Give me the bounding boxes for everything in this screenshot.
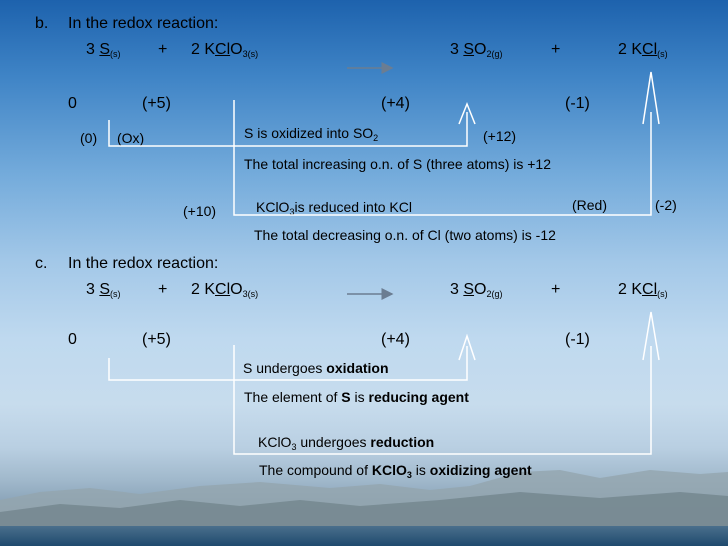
part-b-oxidation-arrowhead <box>458 101 476 125</box>
part-c-plus-left: + <box>158 281 168 298</box>
part-c-intro: In the redox reaction: <box>68 255 219 272</box>
part-c-reduction-arrowhead <box>642 311 660 361</box>
part-b-ox-tag: (Ox) <box>117 130 145 146</box>
part-c-on-s-product: (+4) <box>381 331 410 348</box>
part-b-plus-right: + <box>551 41 561 58</box>
part-b-intro: In the redox reaction: <box>68 15 219 32</box>
part-c-reducing-agent-statement: The element of S is reducing agent <box>244 389 469 405</box>
part-b-on-cl-reactant: (+5) <box>142 95 171 112</box>
part-c-reactant-kclo3: 2 KClO3(s) <box>191 281 259 299</box>
part-c-on-cl-product: (-1) <box>565 331 590 348</box>
sea <box>0 526 728 546</box>
part-b-label: b. <box>35 15 49 32</box>
part-b-increase-statement: The total increasing o.n. of S (three at… <box>244 156 551 172</box>
part-c-oxidizing-agent-statement: The compound of KClO3 is oxidizing agent <box>259 462 532 480</box>
near-mountains <box>0 492 728 532</box>
part-c-on-s-reactant: 0 <box>68 331 77 348</box>
part-c-product-kcl: 2 KCl(s) <box>618 281 668 299</box>
part-c-oxidation-statement: S undergoes oxidation <box>243 360 389 376</box>
part-b-minus2-tag: (-2) <box>655 197 677 213</box>
part-b-plus-left: + <box>158 41 168 58</box>
part-c-on-cl-reactant: (+5) <box>142 331 171 348</box>
part-b-reactant-kclo3: 2 KClO3(s) <box>191 41 259 59</box>
part-c-oxidation-line <box>108 346 468 381</box>
part-c-oxidation-arrowhead <box>458 333 476 361</box>
part-b-reduction-arrowhead <box>642 71 660 125</box>
part-c-reduction-statement: KClO3 undergoes reduction <box>258 434 435 452</box>
part-b-reactant-sulfur: 3 S(s) <box>86 41 121 59</box>
part-b-product-kcl: 2 KCl(s) <box>618 41 668 59</box>
part-c-plus-right: + <box>551 281 561 298</box>
part-b-oxidized-statement: S is oxidized into SO2 <box>244 125 379 143</box>
part-b-oxidation-line <box>108 112 468 147</box>
part-b-red-tag: (Red) <box>572 197 608 213</box>
part-b-decrease-statement: The total decreasing o.n. of Cl (two ato… <box>254 227 556 243</box>
part-b-plus12-tag: (+12) <box>483 128 517 144</box>
part-b-on-s-product: (+4) <box>381 95 410 112</box>
part-b-reduced-statement: KClO3is reduced into KCl <box>256 199 412 217</box>
part-b-on-s-reactant: 0 <box>68 95 77 112</box>
part-b-zero-tag: (0) <box>80 130 98 146</box>
part-b-reduction-line <box>233 100 652 216</box>
part-c-reactant-sulfur: 3 S(s) <box>86 281 121 299</box>
part-b-plus10-tag: (+10) <box>183 203 217 219</box>
part-c-label: c. <box>35 255 48 272</box>
part-c-product-so2: 3 SO2(g) <box>450 281 503 299</box>
part-c-reduction-line <box>233 345 652 455</box>
part-b-on-cl-product: (-1) <box>565 95 590 112</box>
part-b-product-so2: 3 SO2(g) <box>450 41 503 59</box>
